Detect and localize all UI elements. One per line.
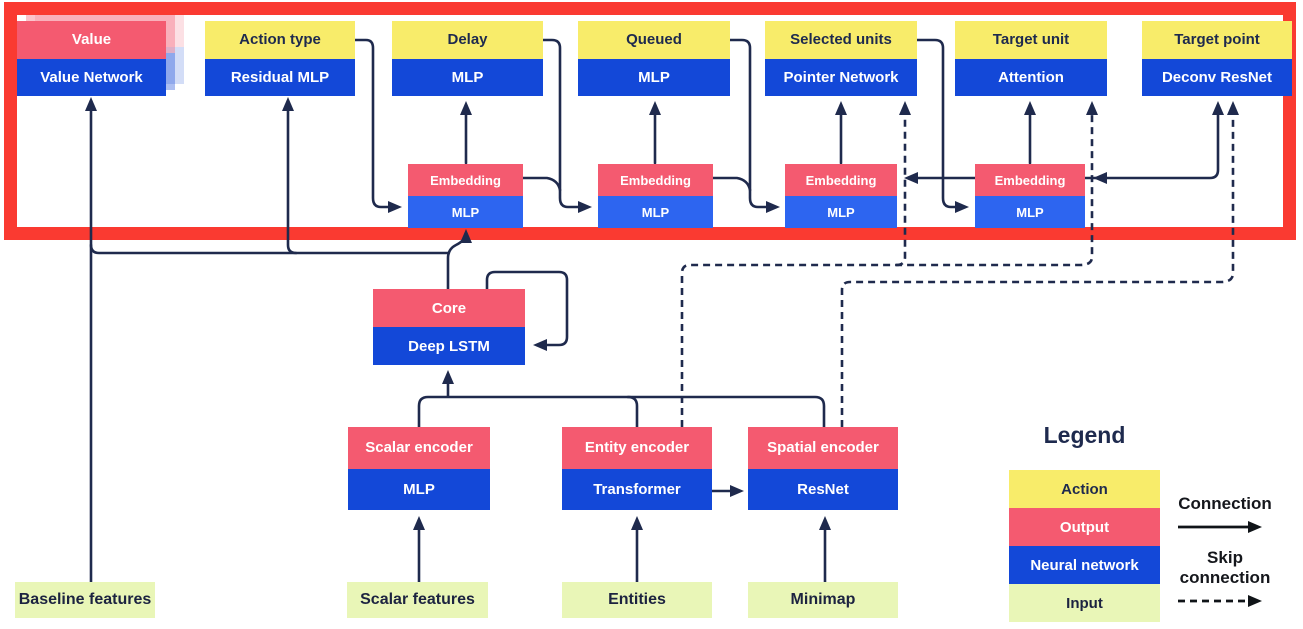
- head-action-type: Action type Residual MLP: [205, 21, 355, 96]
- skip-entity-to-selectedunits: [895, 101, 911, 267]
- core-block: Core Deep LSTM: [373, 289, 525, 365]
- encoder-spatial-label: Spatial encoder: [748, 427, 898, 469]
- head-selected-units-network: Pointer Network: [765, 58, 917, 96]
- legend-title: Legend: [1043, 422, 1126, 448]
- head-action-type-network: Residual MLP: [205, 58, 355, 96]
- edge-encoder-bus: [417, 395, 826, 429]
- input-minimap: Minimap: [748, 582, 898, 618]
- head-queued: Queued MLP: [578, 21, 730, 96]
- skip-spatial-to-targetpoint: [840, 101, 1239, 427]
- legend-item-input: Input: [1009, 584, 1160, 622]
- legend-connection-label: Connection: [1178, 494, 1272, 513]
- encoder-entity-network: Transformer: [562, 468, 712, 510]
- input-baseline-features-label: Baseline features: [18, 591, 152, 608]
- embedding-1-label: Embedding: [408, 164, 523, 196]
- input-minimap-label: Minimap: [790, 591, 856, 608]
- head-delay-label: Delay: [392, 21, 543, 59]
- embedding-4-label: Embedding: [975, 164, 1085, 196]
- embedding-1-network: MLP: [408, 196, 523, 228]
- embedding-1: Embedding MLP: [408, 164, 523, 228]
- head-selected-units-label: Selected units: [765, 21, 917, 59]
- head-value: Value Value Network: [17, 21, 166, 96]
- legend-item-output: Output: [1009, 508, 1160, 546]
- legend-skip-label-2: connection: [1179, 568, 1271, 587]
- encoder-entity-label: Entity encoder: [562, 427, 712, 469]
- head-delay: Delay MLP: [392, 21, 543, 96]
- legend-arrows: [1178, 521, 1262, 607]
- edge-selectedunits-to-embedding4: [915, 38, 969, 213]
- embedding-3-network: MLP: [785, 196, 897, 228]
- head-target-point-label: Target point: [1142, 21, 1292, 59]
- head-action-type-label: Action type: [205, 21, 355, 59]
- encoder-scalar-network: MLP: [348, 468, 490, 510]
- legend-item-neural-network: Neural network: [1009, 546, 1160, 584]
- encoder-spatial: Spatial encoder ResNet: [748, 427, 898, 510]
- head-target-unit-network: Attention: [955, 58, 1107, 96]
- encoder-scalar: Scalar encoder MLP: [348, 427, 490, 510]
- head-selected-units: Selected units Pointer Network: [765, 21, 917, 96]
- embedding-2-network: MLP: [598, 196, 713, 228]
- embedding-3-label: Embedding: [785, 164, 897, 196]
- head-value-label: Value: [17, 21, 166, 59]
- embedding-2-label: Embedding: [598, 164, 713, 196]
- edge-branch-to-targetpoint: [941, 101, 1224, 180]
- core-label: Core: [373, 289, 525, 327]
- solid-connections: [85, 38, 1224, 584]
- encoder-spatial-network: ResNet: [748, 468, 898, 510]
- input-scalar-features: Scalar features: [347, 582, 488, 618]
- embedding-4: Embedding MLP: [975, 164, 1085, 228]
- head-queued-label: Queued: [578, 21, 730, 59]
- legend-item-action-label: Action: [1061, 480, 1108, 498]
- highlight-border: [4, 2, 1296, 240]
- edge-embedding1-merge: [521, 176, 562, 192]
- legend-item-neural-network-label: Neural network: [1030, 556, 1139, 574]
- embedding-2: Embedding MLP: [598, 164, 713, 228]
- legend-skip-label-1: Skip: [1207, 548, 1243, 567]
- skip-entity-to-targetunit: [680, 101, 1098, 427]
- edge-embedding2-merge: [711, 176, 752, 192]
- head-target-point-network: Deconv ResNet: [1142, 58, 1292, 96]
- encoder-scalar-label: Scalar encoder: [348, 427, 490, 469]
- input-baseline-features: Baseline features: [15, 582, 155, 618]
- legend-item-input-label: Input: [1066, 594, 1103, 612]
- edge-entity-merge: [626, 395, 639, 429]
- edge-queued-to-embedding3: [728, 38, 780, 213]
- encoder-entity: Entity encoder Transformer: [562, 427, 712, 510]
- edge-core-out-left: [89, 243, 450, 255]
- skip-connections: [680, 101, 1239, 427]
- edge-actiontype-to-embedding1: [353, 38, 402, 213]
- edge-core-to-actiontype: [282, 97, 298, 255]
- input-entities: Entities: [562, 582, 712, 618]
- edge-delay-to-embedding2: [541, 38, 592, 213]
- legend-item-action: Action: [1009, 470, 1160, 508]
- embedding-4-network: MLP: [975, 196, 1085, 228]
- head-target-unit-label: Target unit: [955, 21, 1107, 59]
- head-target-point: Target point Deconv ResNet: [1142, 21, 1292, 96]
- input-scalar-features-label: Scalar features: [360, 591, 475, 608]
- core-network: Deep LSTM: [373, 327, 525, 365]
- head-target-unit: Target unit Attention: [955, 21, 1107, 96]
- head-queued-network: MLP: [578, 58, 730, 96]
- edge-core-self-loop: [485, 270, 569, 351]
- edge-core-to-embedding1: [446, 229, 472, 291]
- legend-item-output-label: Output: [1059, 518, 1110, 536]
- head-delay-network: MLP: [392, 58, 543, 96]
- input-entities-label: Entities: [608, 591, 666, 608]
- head-value-network: Value Network: [17, 58, 166, 96]
- embedding-3: Embedding MLP: [785, 164, 897, 228]
